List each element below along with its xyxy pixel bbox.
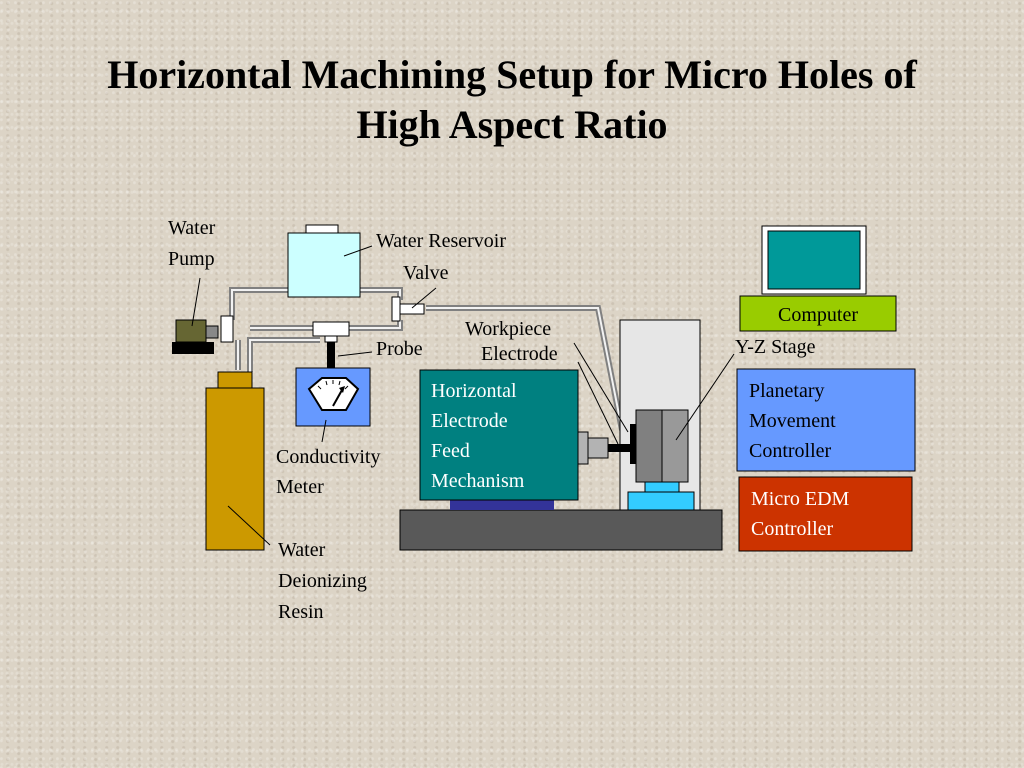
pump-base — [172, 342, 214, 354]
title-line-1: Horizontal Machining Setup for Micro Hol… — [107, 52, 917, 97]
machine-base-plate — [399, 509, 723, 551]
label-resin-line3: Resin — [278, 601, 324, 623]
feed-label-line2: Electrode — [431, 410, 508, 432]
pump-coupling — [205, 325, 219, 339]
feed-label-line4: Mechanism — [431, 470, 525, 492]
yz-stage-block-left — [635, 409, 663, 483]
valve-handle — [399, 303, 425, 315]
planetary-controller-label: Planetary Movement Controller — [749, 376, 836, 466]
planetary-label-line3: Controller — [749, 440, 832, 462]
title-line-2: High Aspect Ratio — [356, 102, 668, 147]
feed-label-line3: Feed — [431, 440, 470, 462]
planetary-label-line2: Movement — [749, 410, 836, 432]
probe-holder — [312, 321, 350, 337]
label-conductivity-line2: Meter — [276, 476, 324, 498]
planetary-label-line1: Planetary — [749, 380, 825, 402]
meter-needle — [332, 389, 343, 407]
electrode — [608, 444, 630, 452]
monitor-screen — [767, 230, 861, 290]
planetary-controller-box — [736, 368, 916, 472]
resin-cap — [217, 371, 253, 389]
meter-dial — [307, 377, 360, 411]
feed-label-line1: Horizontal — [431, 380, 517, 402]
leader-lines — [191, 245, 735, 546]
computer-base — [739, 295, 897, 332]
label-resin-line1: Water — [278, 539, 326, 561]
micro-edm-controller-box — [738, 476, 913, 552]
feed-mechanism-label: Horizontal Electrode Feed Mechanism — [431, 376, 524, 496]
feed-spindle — [577, 431, 589, 465]
label-water-pump-line1: Water — [168, 217, 216, 239]
label-resin-line2: Deionizing — [278, 570, 367, 592]
probe — [327, 342, 335, 368]
micro-edm-controller-label: Micro EDM Controller — [751, 484, 849, 544]
label-yz-stage: Y-Z Stage — [735, 336, 816, 358]
electrode-chuck — [587, 437, 609, 459]
edm-label-line1: Micro EDM — [751, 488, 850, 510]
label-water-reservoir: Water Reservoir — [376, 230, 506, 252]
feed-mechanism-foot — [450, 500, 554, 510]
probe-neck — [324, 335, 338, 343]
label-valve: Valve — [403, 262, 449, 284]
computer-label: Computer — [778, 304, 858, 326]
label-probe: Probe — [376, 338, 423, 360]
water-reservoir — [287, 232, 361, 298]
label-conductivity-line1: Conductivity — [276, 446, 381, 468]
meter-ticks — [317, 380, 349, 390]
edm-label-line2: Controller — [751, 518, 834, 540]
label-water-pump-line2: Pump — [168, 248, 215, 270]
pump-connector — [220, 315, 234, 343]
yz-stage-mount — [644, 481, 680, 493]
page-title: Horizontal Machining Setup for Micro Hol… — [0, 50, 1024, 150]
yz-stage-base — [627, 491, 695, 511]
label-electrode: Electrode — [481, 343, 558, 365]
deionizing-resin-column — [205, 387, 265, 551]
label-workpiece: Workpiece — [465, 318, 552, 340]
workpiece — [630, 424, 636, 464]
valve — [391, 296, 401, 322]
water-pump — [175, 319, 207, 343]
yz-stage-block-right — [661, 409, 689, 483]
reservoir-cap — [305, 224, 339, 234]
feed-mechanism-box — [419, 369, 579, 501]
